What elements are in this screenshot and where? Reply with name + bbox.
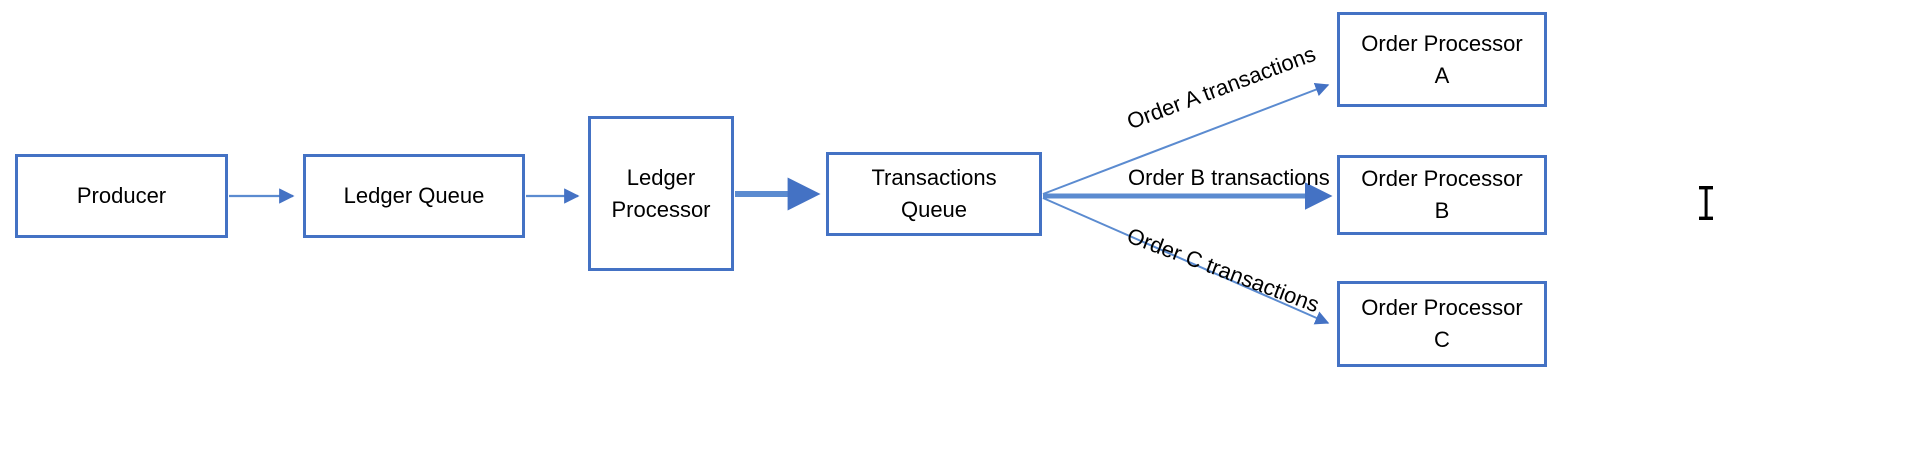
node-transactions-queue-label: Transactions Queue [871, 165, 997, 222]
node-order-processor-a[interactable]: Order Processor A [1337, 12, 1547, 107]
node-ledger-queue[interactable]: Ledger Queue [303, 154, 525, 238]
node-order-processor-a-label: Order Processor A [1361, 30, 1523, 88]
edge-label-order-a-transactions: Order A transactions [1123, 41, 1319, 135]
node-order-processor-b[interactable]: Order Processor B [1337, 155, 1547, 235]
edge-label-order-b-transactions: Order B transactions [1128, 165, 1330, 190]
node-ledger-processor[interactable]: Ledger Processor [588, 116, 734, 271]
node-ledger-processor-label: Ledger Processor [611, 164, 711, 222]
node-producer-label: Producer [76, 183, 167, 209]
node-transactions-queue[interactable]: Transactions Queue [826, 152, 1042, 236]
node-producer[interactable]: Producer [15, 154, 228, 238]
node-order-processor-c[interactable]: Order Processor C [1337, 281, 1547, 367]
node-ledger-queue-label: Ledger Queue [343, 183, 485, 209]
text-cursor-icon [1699, 186, 1713, 220]
node-order-processor-c-label: Order Processor C [1361, 295, 1523, 352]
edge-label-order-c-transactions: Order C transactions [1123, 222, 1323, 318]
node-order-processor-b-label: Order Processor B [1361, 166, 1523, 223]
